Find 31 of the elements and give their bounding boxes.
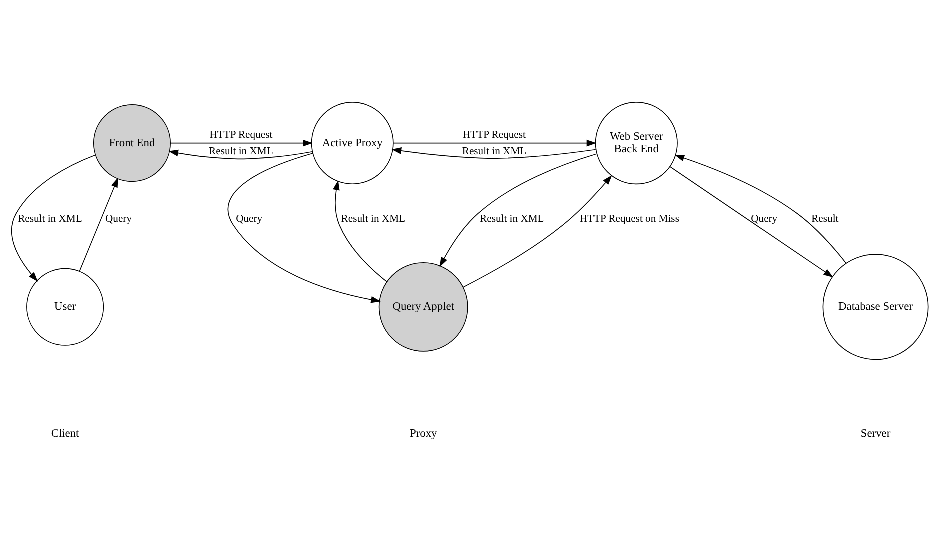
edge-label: HTTP Request <box>463 130 526 141</box>
node-circle: Query Applet <box>378 262 468 352</box>
arrow <box>462 175 612 288</box>
arrow <box>11 154 96 282</box>
arrow <box>228 153 381 304</box>
arrow <box>170 140 313 147</box>
edge-label: Query <box>106 214 132 226</box>
arrow <box>440 154 598 268</box>
edge-label: HTTP Request on Miss <box>580 214 680 226</box>
label: Proxy <box>410 428 438 440</box>
arrow <box>79 178 118 272</box>
label: Server <box>860 428 891 440</box>
edge-label: HTTP Request <box>210 130 273 141</box>
label: Client <box>51 428 80 440</box>
arrow <box>333 180 388 282</box>
node-circle: Front End <box>93 104 171 182</box>
edge-label: Query <box>751 214 778 226</box>
arrow <box>392 148 596 160</box>
node-circle: Active Proxy <box>311 102 394 185</box>
arrow <box>168 150 313 160</box>
edge-label: Result in XML <box>209 146 274 158</box>
edge-label: Result in XML <box>462 146 527 158</box>
arrow <box>393 140 597 147</box>
edge-label: Result in XML <box>480 214 544 226</box>
edge-label: Result <box>812 214 839 226</box>
edge-label: Query <box>236 214 263 226</box>
node-circle: User <box>26 268 104 346</box>
arrow <box>670 166 834 278</box>
arrow <box>674 154 847 264</box>
edge-label: Result in XML <box>18 214 82 226</box>
edge-label: Result in XML <box>341 214 406 226</box>
